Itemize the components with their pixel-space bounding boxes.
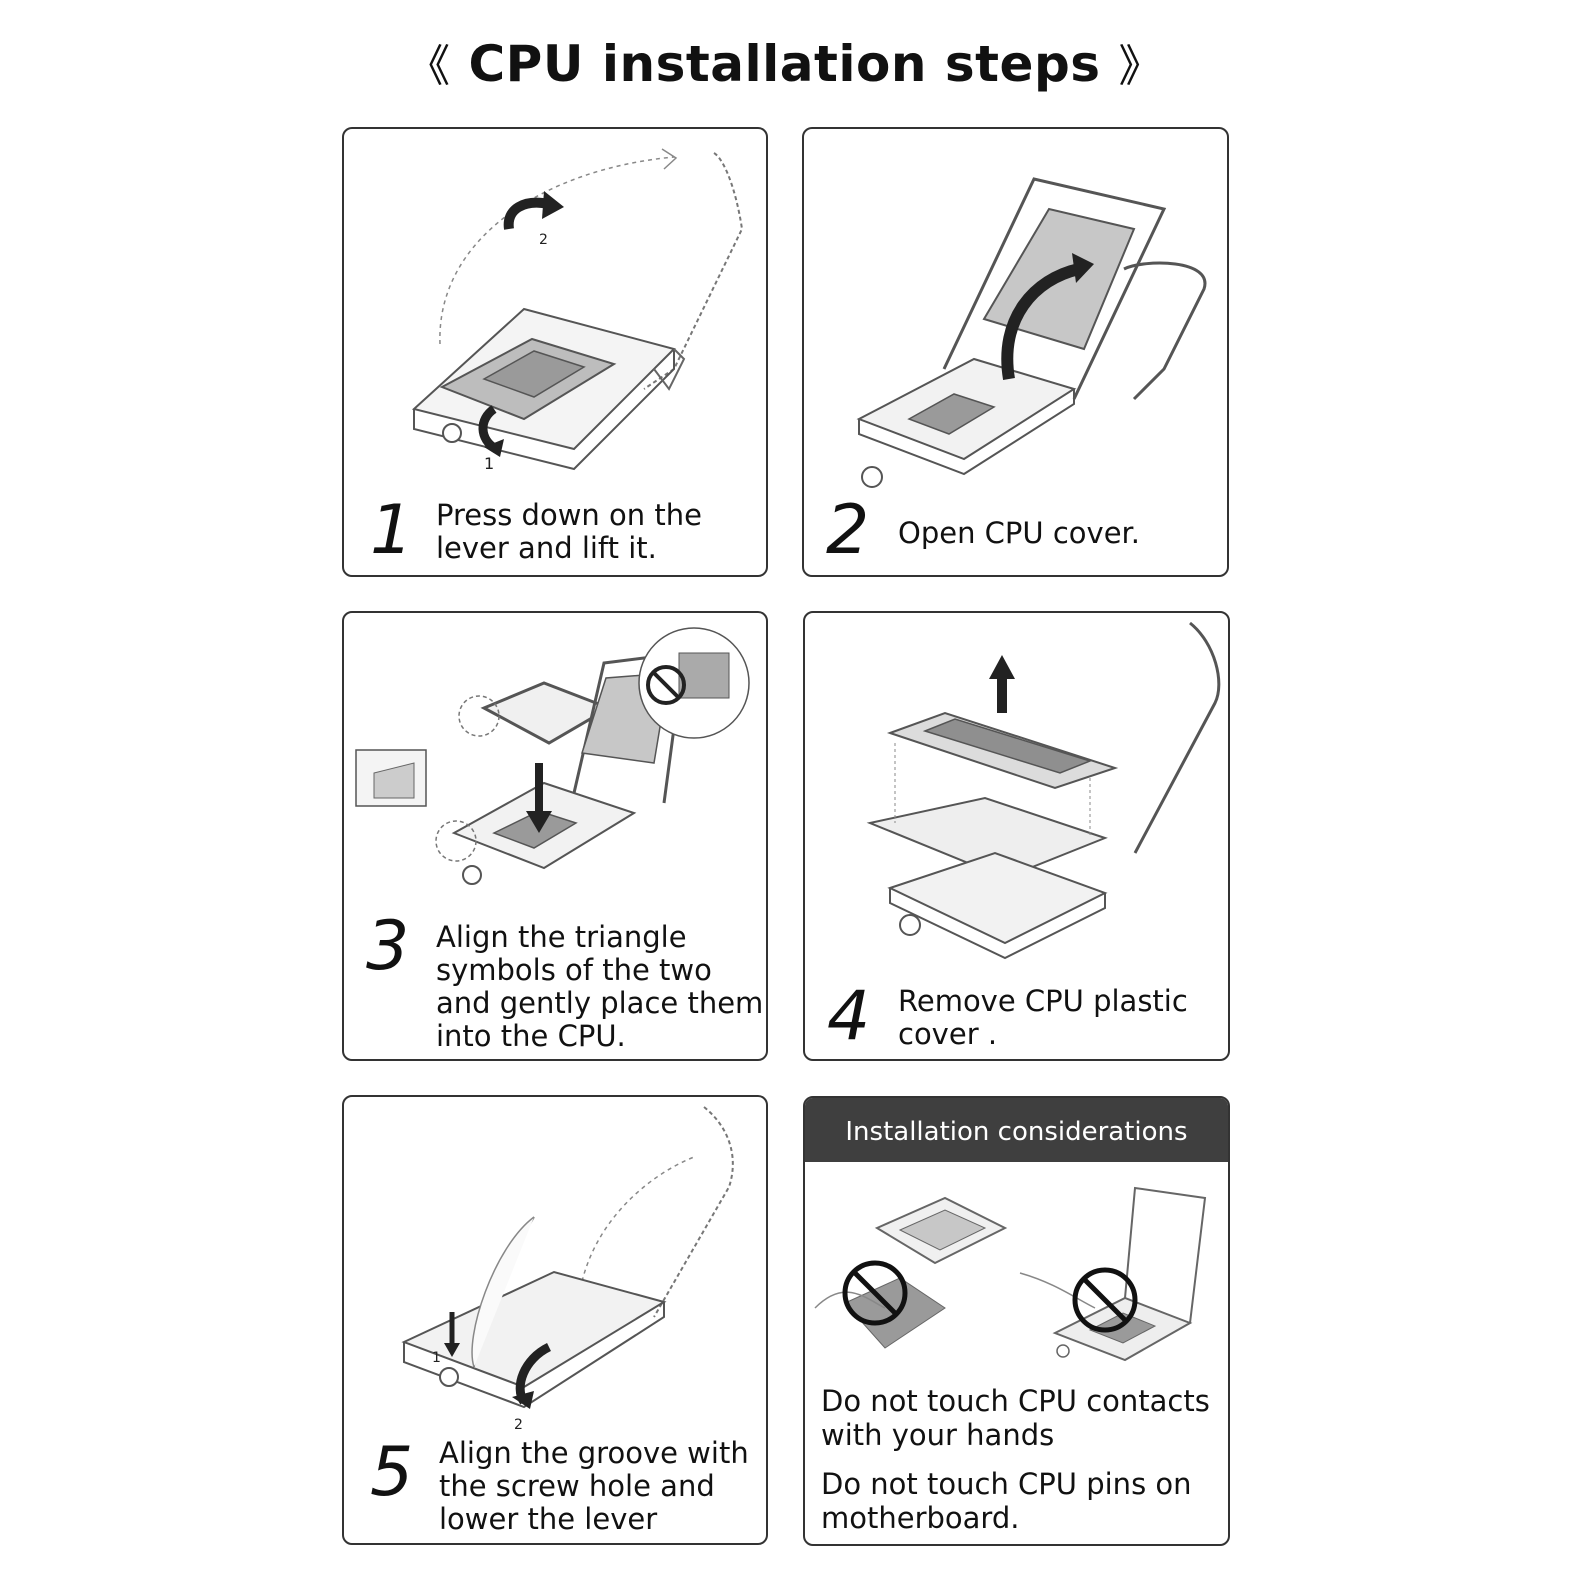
considerations-heading: Installation considerations	[805, 1098, 1228, 1162]
step-1-illustration: 2 1	[411, 148, 744, 473]
note-1: Do not touch CPU contacts with your hand…	[821, 1384, 1210, 1452]
curved-arrow-icon	[503, 197, 550, 230]
step-5-illustration: 1 2	[401, 1106, 734, 1433]
step-1-label-2: 2	[539, 232, 548, 248]
title-text: CPU installation steps	[468, 35, 1101, 93]
step-1-card: 2 1 1 Press down on the lever and lift i…	[342, 127, 768, 577]
step-3-illustration	[355, 627, 750, 885]
step-3-number: 3	[366, 907, 410, 986]
considerations-illustration	[814, 1186, 1207, 1362]
step-1-text: Press down on the lever and lift it.	[436, 498, 702, 565]
step-3-card: 3 Align the triangle symbols of the two …	[342, 611, 768, 1061]
step-4-card: 4 Remove CPU plastic cover .	[803, 611, 1230, 1061]
note-2: Do not touch CPU pins on motherboard.	[821, 1467, 1192, 1535]
prohibited-icon	[1072, 1267, 1138, 1333]
prohibited-icon	[842, 1260, 908, 1326]
title-bracket-left: 《	[406, 41, 451, 92]
step-5-label-2: 2	[514, 1417, 523, 1433]
step-1-label-1: 1	[484, 454, 494, 473]
step-2-number: 2	[826, 491, 870, 570]
step-1-number: 1	[370, 491, 414, 570]
step-4-illustration	[866, 621, 1221, 960]
curved-arrow-icon	[1001, 263, 1081, 380]
step-5-label-1: 1	[432, 1350, 441, 1366]
step-3-text: Align the triangle symbols of the two an…	[436, 920, 764, 1053]
step-5-card: 1 2 5 Align the groove with the screw ho…	[342, 1095, 768, 1545]
considerations-card: Installation considerations Do not touch…	[803, 1096, 1230, 1546]
step-5-number: 5	[370, 1433, 414, 1512]
step-2-illustration	[856, 177, 1207, 488]
title-bracket-right: 》	[1118, 41, 1163, 92]
step-4-number: 4	[827, 977, 871, 1056]
page-title: 《 CPU installation steps 》	[0, 30, 1569, 94]
step-4-text: Remove CPU plastic cover .	[898, 984, 1188, 1051]
prohibited-icon	[646, 665, 686, 705]
step-5-text: Align the groove with the screw hole and…	[439, 1436, 749, 1536]
step-2-text: Open CPU cover.	[898, 516, 1141, 550]
step-2-card: 2 Open CPU cover.	[802, 127, 1229, 577]
